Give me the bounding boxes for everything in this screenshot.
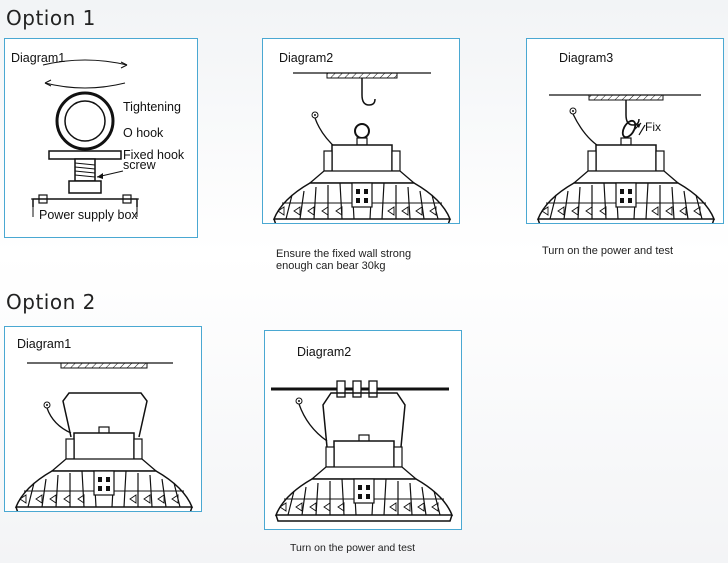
option1-diagram3-caption: Turn on the power and test	[542, 245, 674, 257]
diagram-label: Diagram1	[11, 51, 66, 65]
screw-label: screw	[123, 158, 156, 172]
diagram-label: Diagram2	[279, 51, 334, 65]
rail-mount-lamp-diagram	[271, 380, 453, 522]
option1-diagram3-panel: Diagram3 Fix	[526, 38, 724, 224]
option1-title: Option 1	[6, 6, 96, 30]
fixed-hook-label: Fixed hook	[123, 148, 185, 162]
bracket-lamp-diagram	[15, 362, 193, 511]
option1-diagram2-caption-line1: Ensure the fixed wall strong	[276, 248, 412, 260]
o-hook-label: O hook	[123, 126, 164, 140]
power-supply-box-label: Power supply box	[39, 208, 138, 222]
fixed-hook-lamp-diagram	[537, 94, 715, 223]
diagram-label: Diagram3	[559, 51, 614, 65]
option2-diagram2-panel: Diagram2	[264, 330, 462, 530]
option2-diagram1-panel: Diagram1	[4, 326, 202, 512]
option2-title: Option 2	[6, 290, 96, 314]
diagram-label: Diagram2	[297, 345, 352, 359]
option1-diagram2-panel: Diagram2	[262, 38, 460, 224]
ceiling-hook-lamp-diagram	[273, 72, 451, 223]
diagram-label: Diagram1	[17, 337, 72, 351]
fix-label: Fix	[645, 120, 661, 134]
option1-diagram2-caption-line2: enough can bear 30kg	[276, 260, 386, 272]
tightening-label: Tightening	[123, 100, 181, 114]
option1-diagram1-panel: Diagram1 Tightening O hook Fixed hook sc…	[4, 38, 198, 238]
option2-diagram2-caption: Turn on the power and test	[290, 542, 416, 554]
o-hook-diagram	[31, 59, 139, 217]
